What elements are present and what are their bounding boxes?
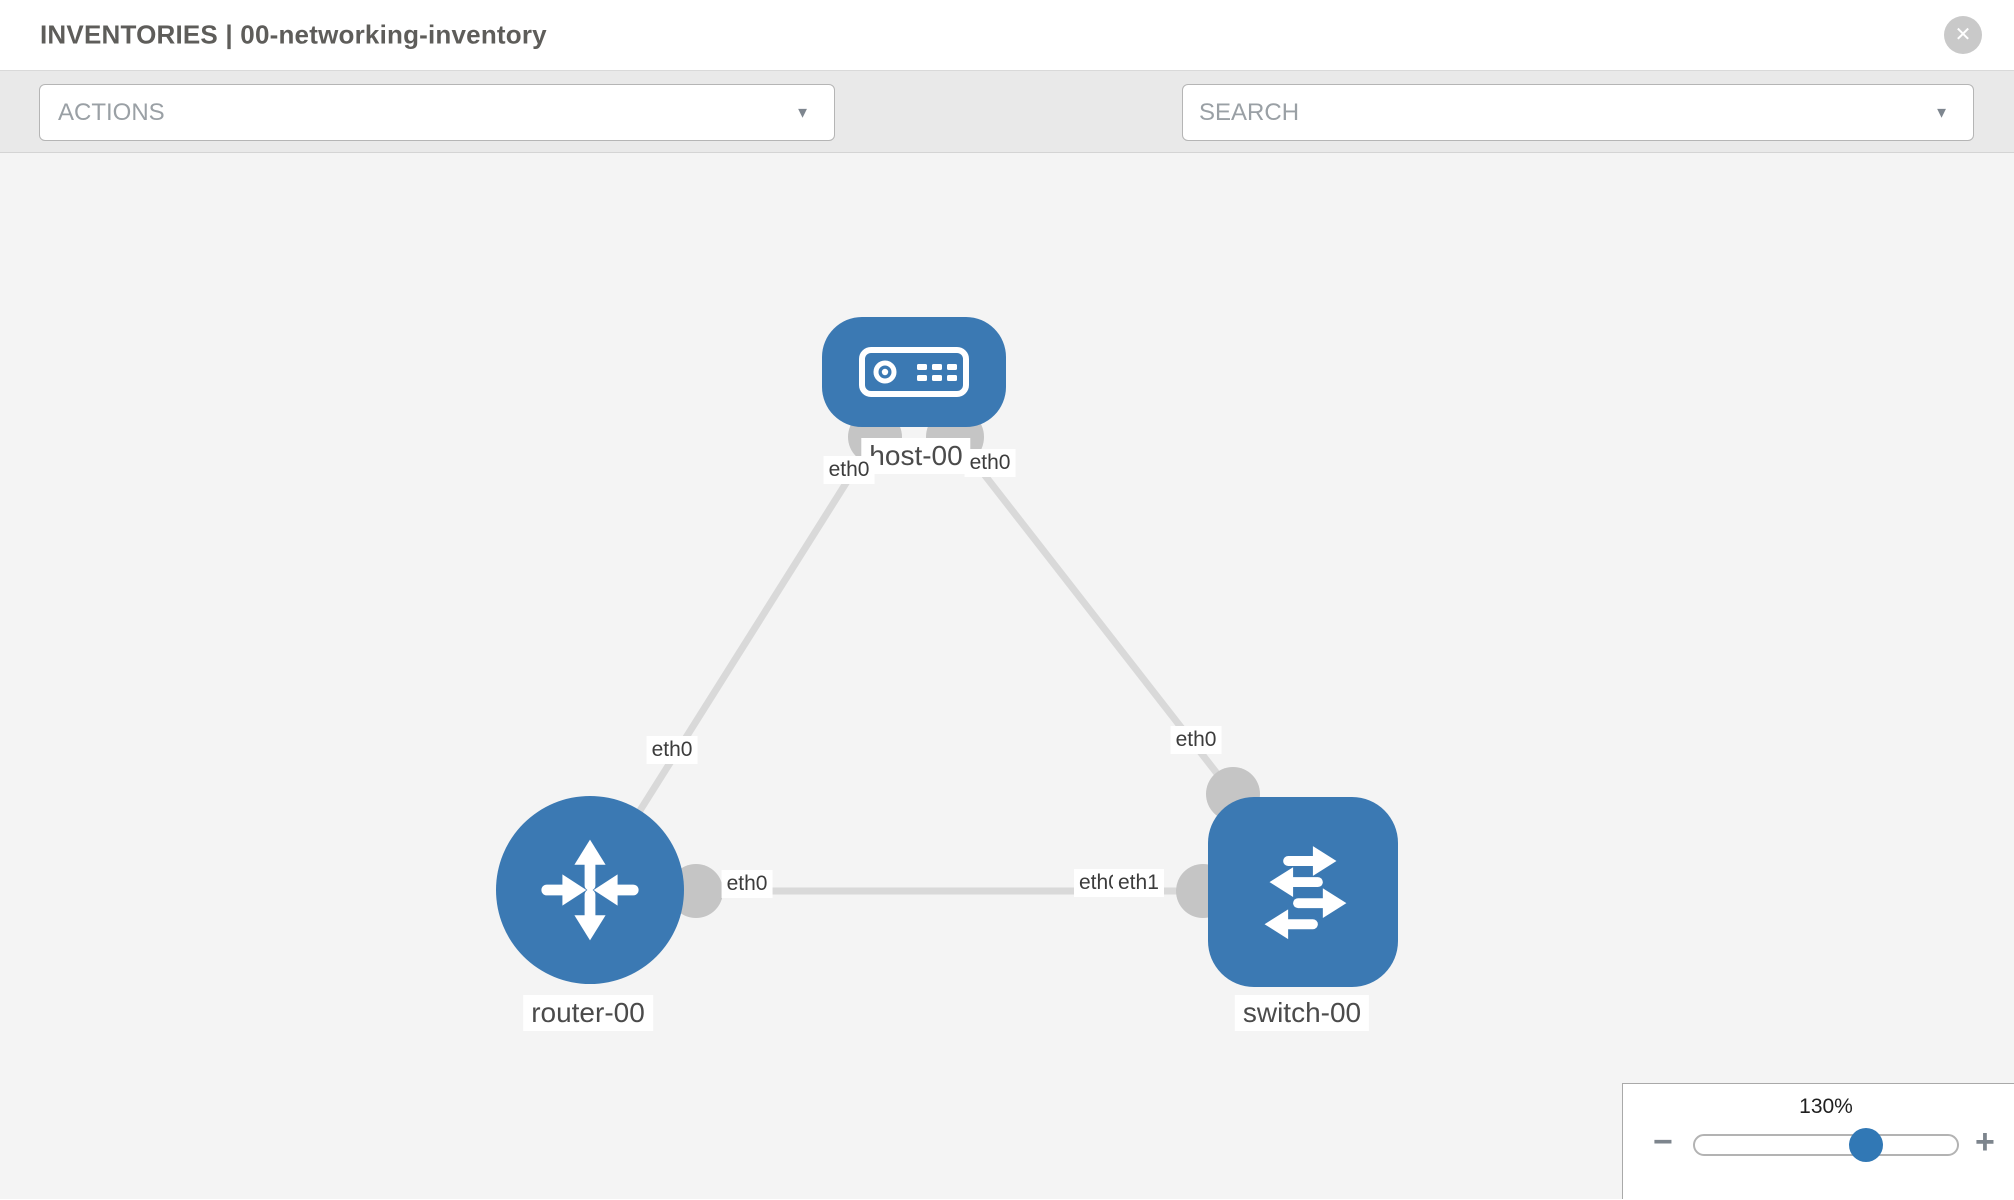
zoom-slider-thumb[interactable] <box>1849 1128 1883 1162</box>
host-icon <box>859 347 969 397</box>
node-label-host: host-00 <box>861 438 971 474</box>
chevron-down-icon: ▼ <box>1934 104 1949 121</box>
node-host-00[interactable] <box>822 317 1006 427</box>
zoom-out-button[interactable]: − <box>1653 1123 1673 1161</box>
close-button[interactable]: ✕ <box>1944 16 1982 54</box>
page-title: INVENTORIES | 00-networking-inventory <box>40 19 547 50</box>
links-layer <box>587 408 1260 918</box>
node-router-00[interactable] <box>496 796 684 984</box>
iface-label-host-router-mid: eth0 <box>646 736 698 764</box>
title-bar: INVENTORIES | 00-networking-inventory ✕ <box>0 0 2014 71</box>
toolbar: ACTIONS ▼ ▼ <box>0 71 2014 201</box>
iface-label-switch-side-eth1: eth1 <box>1113 869 1164 897</box>
iface-label-router-side: eth0 <box>721 870 773 898</box>
zoom-level: 130% <box>1799 1095 1853 1118</box>
node-label-router: router-00 <box>523 995 653 1031</box>
search-combo: ▼ <box>1182 84 1974 141</box>
zoom-in-button[interactable]: + <box>1975 1123 1995 1161</box>
switch-icon <box>1264 846 1347 940</box>
actions-dropdown-label: ACTIONS <box>58 98 165 126</box>
iface-label-host-switch-mid: eth0 <box>1170 726 1222 754</box>
close-icon: ✕ <box>1954 24 1972 46</box>
zoom-slider[interactable] <box>1693 1128 1959 1162</box>
router-icon <box>541 839 639 941</box>
search-input[interactable] <box>1183 87 1883 138</box>
node-label-switch: switch-00 <box>1234 995 1370 1031</box>
zoom-panel: 130% − + <box>1622 1083 2014 1199</box>
chevron-down-icon: ▼ <box>795 104 810 121</box>
topology-canvas[interactable]: host-00 router-00 switch-00 eth0 eth0 et… <box>0 153 2014 1199</box>
actions-dropdown[interactable]: ACTIONS ▼ <box>39 84 835 141</box>
node-switch-00[interactable] <box>1208 797 1398 987</box>
iface-label-host-right: eth0 <box>964 449 1016 477</box>
iface-label-host-left: eth0 <box>823 456 875 484</box>
